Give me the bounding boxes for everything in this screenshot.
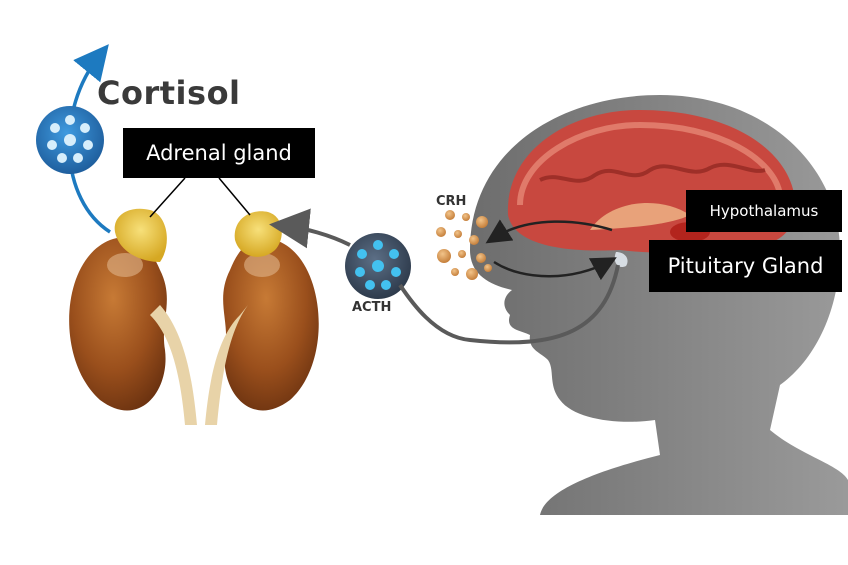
pituitary-region bbox=[614, 252, 628, 268]
acth-to-adrenal-arrow bbox=[269, 208, 351, 249]
adrenal-pointer-right bbox=[218, 177, 251, 216]
crh-label: CRH bbox=[436, 194, 467, 209]
pituitary-gland-label: Pituitary Gland bbox=[649, 240, 842, 292]
cortisol-molecule-icon bbox=[36, 106, 104, 174]
adrenal-gland-label: Adrenal gland bbox=[123, 128, 315, 178]
hypothalamus-label: Hypothalamus bbox=[686, 190, 842, 232]
acth-molecule-icon bbox=[345, 233, 411, 299]
acth-label: ACTH bbox=[352, 300, 392, 315]
adrenal-pointer-left bbox=[149, 177, 186, 218]
cortisol-title: Cortisol bbox=[97, 74, 241, 112]
hypothalamus-to-crh-arrow bbox=[485, 219, 613, 244]
pituitary-to-acth-line bbox=[398, 264, 620, 345]
crh-to-pituitary-arrow bbox=[493, 257, 617, 281]
left-kidney bbox=[69, 237, 197, 425]
left-adrenal-gland bbox=[114, 208, 167, 262]
crh-particles-icon bbox=[436, 210, 492, 280]
right-adrenal-gland bbox=[234, 211, 282, 257]
right-kidney bbox=[205, 237, 319, 425]
